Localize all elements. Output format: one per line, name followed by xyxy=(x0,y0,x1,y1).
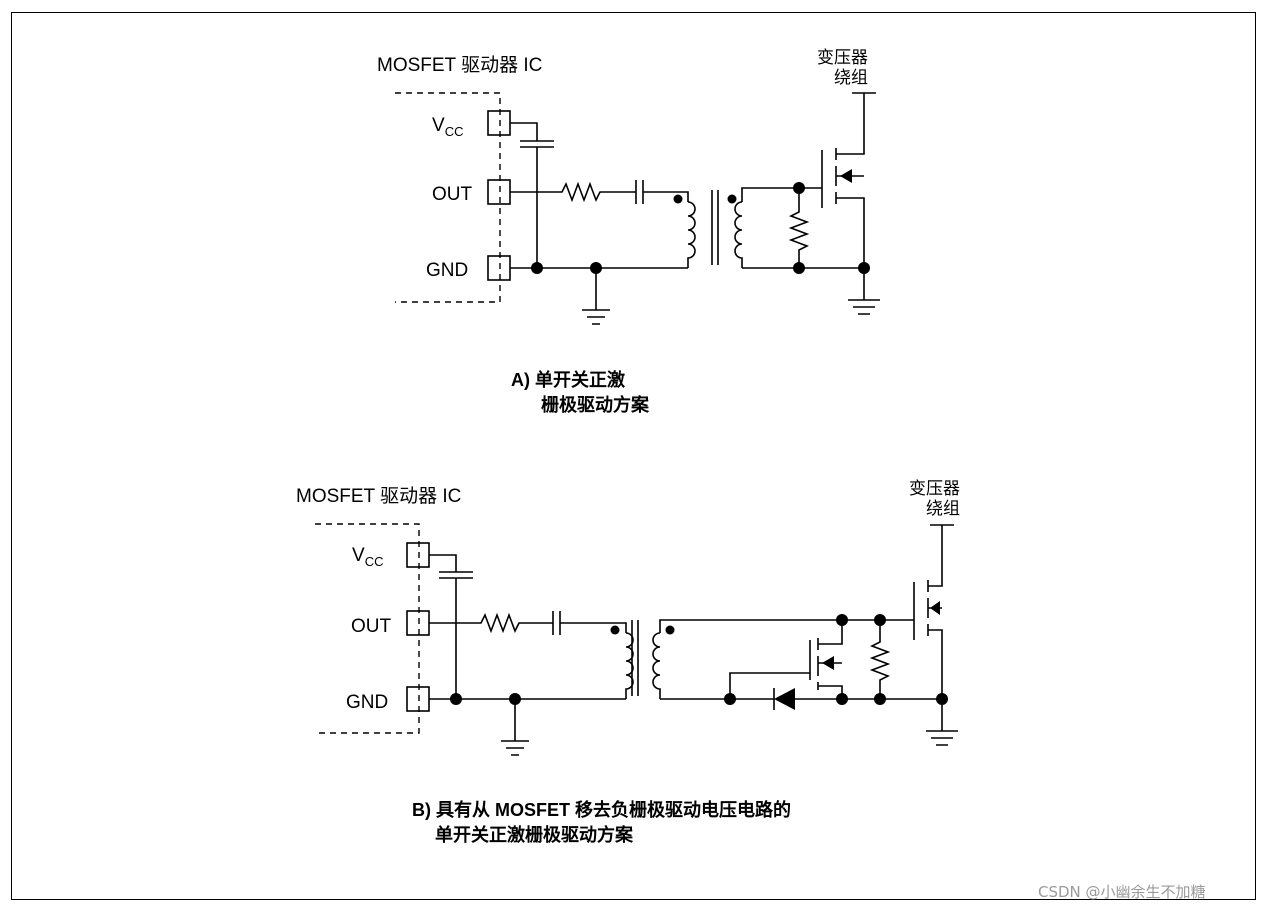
transformer-core-a xyxy=(711,190,719,265)
watermark: CSDN @小幽余生不加糖 xyxy=(1038,883,1206,901)
figure-frame xyxy=(11,12,1256,900)
out-label-a: OUT xyxy=(432,184,473,205)
caption-b-line1: B) 具有从 MOSFET 移去负栅极驱动电压电路的 xyxy=(412,799,791,820)
polarity-dot-b1 xyxy=(610,625,620,635)
junction-a2 xyxy=(590,262,602,274)
ground-symbol-b1 xyxy=(501,699,529,756)
ic-outline-a xyxy=(395,92,501,303)
discharge-mosfet-b xyxy=(729,620,843,699)
junction-b8 xyxy=(936,693,948,705)
polarity-dot-a1 xyxy=(673,194,683,204)
mosfet-a xyxy=(821,93,865,268)
mosfet-arrow-b xyxy=(930,601,940,615)
ground-symbol-a2 xyxy=(848,268,880,315)
caption-b-line2: 单开关正激栅极驱动方案 xyxy=(435,824,634,845)
junction-b3 xyxy=(724,693,736,705)
vcc-label-a: VCC xyxy=(432,115,463,139)
junction-b2 xyxy=(509,693,521,705)
vcc-capacitor-b xyxy=(429,554,473,699)
mosfet-arrow-a xyxy=(840,169,852,183)
ground-symbol-a1 xyxy=(582,268,610,325)
gate-resistor-b xyxy=(869,620,891,699)
transformer-secondary-a xyxy=(734,201,743,268)
secondary-top-wire-a xyxy=(741,187,822,202)
ground-symbol-b2 xyxy=(926,699,958,746)
junction-b6 xyxy=(836,693,848,705)
junction-a4 xyxy=(793,262,805,274)
out-pin-b xyxy=(406,610,430,636)
gnd-label-a: GND xyxy=(426,260,468,281)
transformer-label-a1: 变压器 xyxy=(817,48,868,68)
ic-outline-b xyxy=(315,523,420,734)
junction-a5 xyxy=(858,262,870,274)
junction-b4 xyxy=(836,614,848,626)
vcc-label-b: VCC xyxy=(352,545,383,569)
diagram-a: MOSFET 驱动器 IC VCC OUT GND 变压器 绕组 xyxy=(377,48,880,415)
junction-b7 xyxy=(874,693,886,705)
diode-arrow-b xyxy=(774,688,795,710)
caption-a-line2: 栅极驱动方案 xyxy=(541,394,650,415)
mosfet-b xyxy=(913,525,943,699)
ic-label-b: MOSFET 驱动器 IC xyxy=(296,485,461,507)
series-resistor-capacitor-b xyxy=(429,611,627,635)
out-pin-a xyxy=(487,179,511,205)
vcc-pin-b xyxy=(406,542,430,568)
junction-b1 xyxy=(450,693,462,705)
transformer-label-b2: 绕组 xyxy=(926,499,960,519)
secondary-top-wire-b xyxy=(659,619,914,633)
junction-a1 xyxy=(531,262,543,274)
gnd-pin-b xyxy=(406,686,430,712)
polarity-dot-a2 xyxy=(727,194,737,204)
transformer-label-b1: 变压器 xyxy=(909,479,960,499)
junction-a3 xyxy=(793,182,805,194)
polarity-dot-b2 xyxy=(665,625,675,635)
gate-resistor-a xyxy=(788,188,810,268)
gnd-pin-a xyxy=(487,255,511,281)
caption-a-line1: A) 单开关正激 xyxy=(511,369,625,390)
series-resistor-capacitor-a xyxy=(510,180,689,204)
junction-b5 xyxy=(874,614,886,626)
transformer-secondary-b xyxy=(652,632,661,699)
transformer-core-b xyxy=(631,620,639,696)
ic-label-a: MOSFET 驱动器 IC xyxy=(377,54,542,76)
transformer-primary-a xyxy=(687,201,696,268)
vcc-capacitor-a xyxy=(510,122,554,268)
out-label-b: OUT xyxy=(351,616,392,637)
discharge-mosfet-arrow-b xyxy=(822,656,834,670)
vcc-pin-a xyxy=(487,110,511,136)
gnd-label-b: GND xyxy=(346,692,388,713)
transformer-label-a2: 绕组 xyxy=(834,68,868,88)
diagram-b: MOSFET 驱动器 IC VCC OUT GND 变压器 绕组 xyxy=(296,479,960,845)
